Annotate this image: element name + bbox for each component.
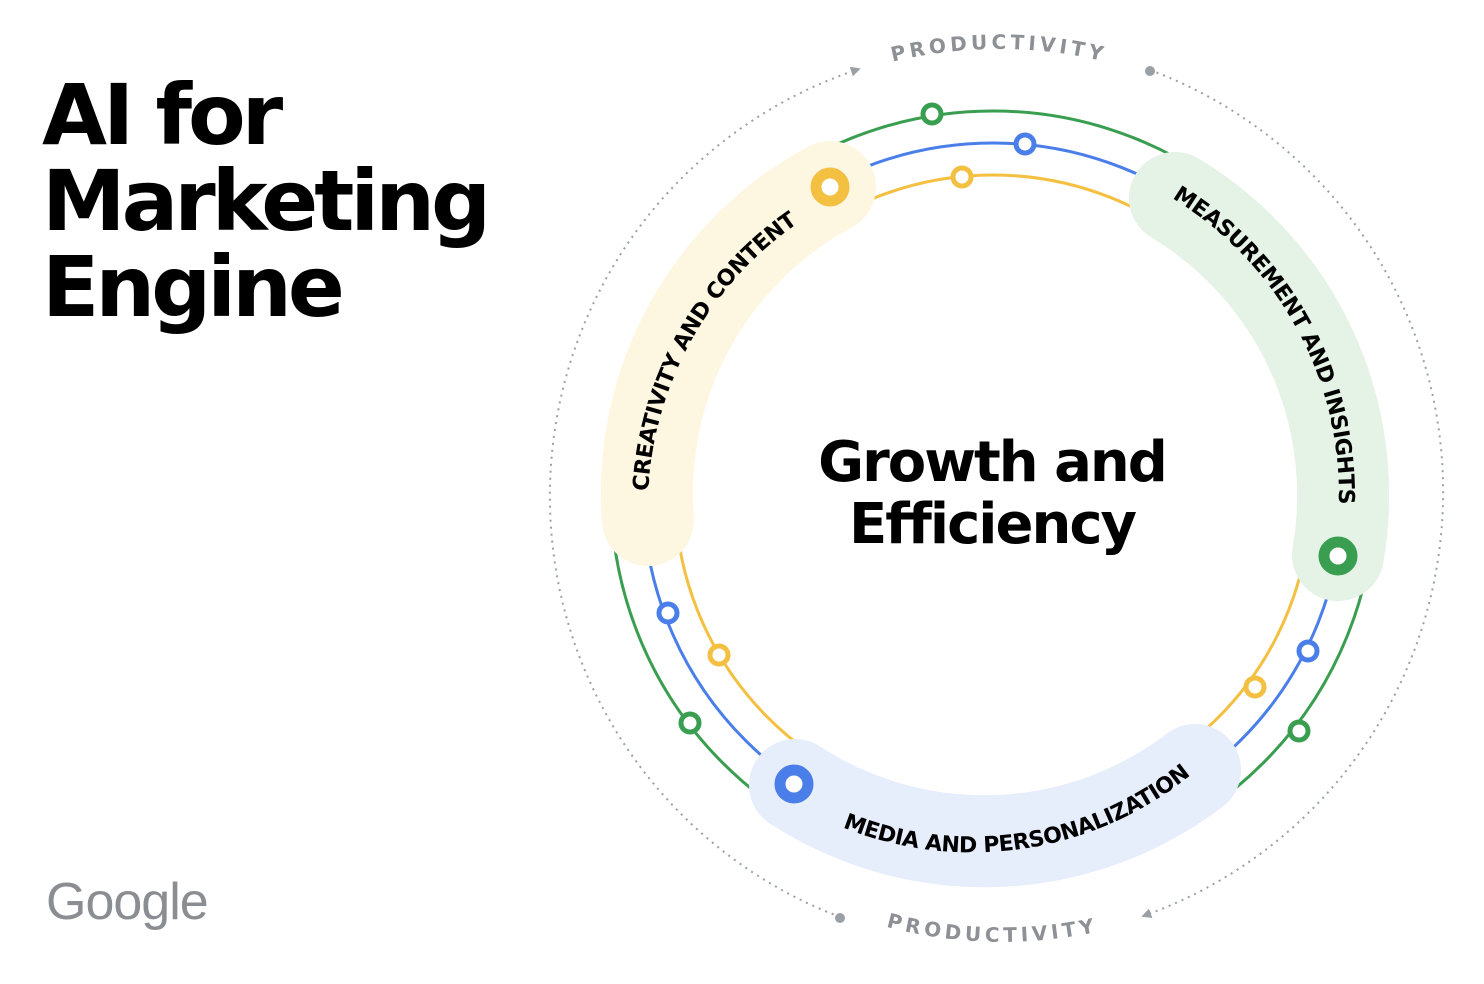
measurement-marker — [1318, 536, 1358, 576]
productivity-ring-right — [1141, 69, 1445, 918]
media-marker — [774, 764, 814, 804]
measurement-band — [1129, 152, 1390, 601]
productivity-label-top: PRODUCTIVITY — [888, 30, 1109, 67]
marker-green-right — [1287, 719, 1311, 743]
page-title: AI for Marketing Engine — [42, 66, 491, 336]
productivity-dot-top — [1145, 66, 1155, 76]
center-title-line-2: Efficiency — [849, 492, 1137, 557]
title-line-2: Marketing — [42, 152, 491, 250]
creativity-band — [600, 141, 876, 566]
productivity-ring-left — [548, 66, 861, 918]
ring-markers — [656, 102, 1320, 743]
creativity-marker — [810, 167, 850, 207]
marker-green-top — [920, 102, 944, 126]
title-line-1: AI for — [42, 66, 283, 164]
marker-yellow-top — [950, 165, 974, 189]
google-logo: Google — [46, 873, 209, 931]
marker-blue-right — [1296, 639, 1320, 663]
productivity-label-bottom: PRODUCTIVITY — [885, 908, 1100, 947]
marker-green-left — [678, 711, 702, 735]
marker-yellow-right — [1243, 675, 1267, 699]
marker-yellow-left — [707, 643, 731, 667]
marker-blue-top — [1013, 132, 1037, 156]
marker-blue-left — [656, 601, 680, 625]
productivity-dot-bottom — [835, 913, 845, 923]
center-title-line-1: Growth and — [818, 430, 1166, 495]
title-line-3: Engine — [42, 238, 345, 336]
media-band — [749, 724, 1241, 888]
